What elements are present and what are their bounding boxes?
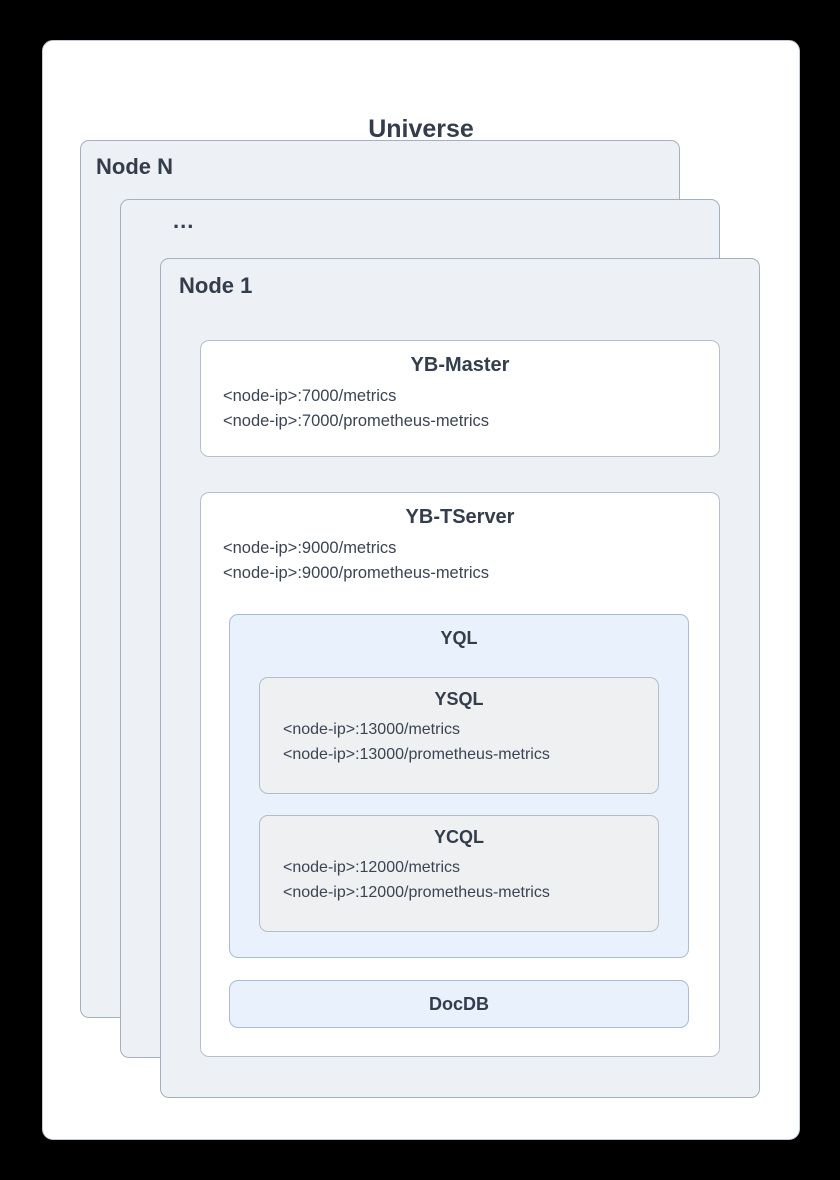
ycql-prometheus-endpoint: <node-ip>:12000/prometheus-metrics	[283, 884, 550, 901]
docdb-box: DocDB	[229, 980, 689, 1028]
ysql-metrics-endpoint: <node-ip>:13000/metrics	[283, 721, 460, 738]
ysql-title: YSQL	[434, 689, 484, 709]
node-n-label: Node N	[96, 154, 173, 179]
ycql-box: YCQL <node-ip>:12000/metrics <node-ip>:1…	[259, 815, 659, 932]
ycql-endpoints: <node-ip>:12000/metrics <node-ip>:12000/…	[283, 855, 658, 905]
yb-tserver-title: YB-TServer	[405, 506, 515, 528]
yb-master-endpoints: <node-ip>:7000/metrics <node-ip>:7000/pr…	[223, 384, 719, 434]
ycql-metrics-endpoint: <node-ip>:12000/metrics	[283, 859, 460, 876]
ycql-title: YCQL	[433, 827, 484, 847]
ysql-box: YSQL <node-ip>:13000/metrics <node-ip>:1…	[259, 677, 659, 794]
yb-master-box: YB-Master <node-ip>:7000/metrics <node-i…	[200, 340, 720, 457]
node-ellipsis-label: ...	[173, 208, 195, 233]
ysql-prometheus-endpoint: <node-ip>:13000/prometheus-metrics	[283, 746, 550, 763]
yb-master-title: YB-Master	[410, 354, 510, 376]
ysql-endpoints: <node-ip>:13000/metrics <node-ip>:13000/…	[283, 717, 658, 767]
yb-tserver-box: YB-TServer <node-ip>:9000/metrics <node-…	[200, 492, 720, 1057]
yql-box: YQL YSQL <node-ip>:13000/metrics <node-i…	[229, 614, 689, 958]
yql-title: YQL	[440, 628, 478, 648]
universe-title: Universe	[368, 115, 474, 143]
yb-tserver-endpoints: <node-ip>:9000/metrics <node-ip>:9000/pr…	[223, 536, 719, 586]
yb-tserver-metrics-endpoint: <node-ip>:9000/metrics	[223, 539, 397, 557]
yb-tserver-prometheus-endpoint: <node-ip>:9000/prometheus-metrics	[223, 564, 489, 582]
docdb-title: DocDB	[428, 993, 489, 1014]
yb-master-prometheus-endpoint: <node-ip>:7000/prometheus-metrics	[223, 412, 489, 430]
node-1-label: Node 1	[179, 273, 253, 298]
yb-master-metrics-endpoint: <node-ip>:7000/metrics	[223, 387, 397, 405]
